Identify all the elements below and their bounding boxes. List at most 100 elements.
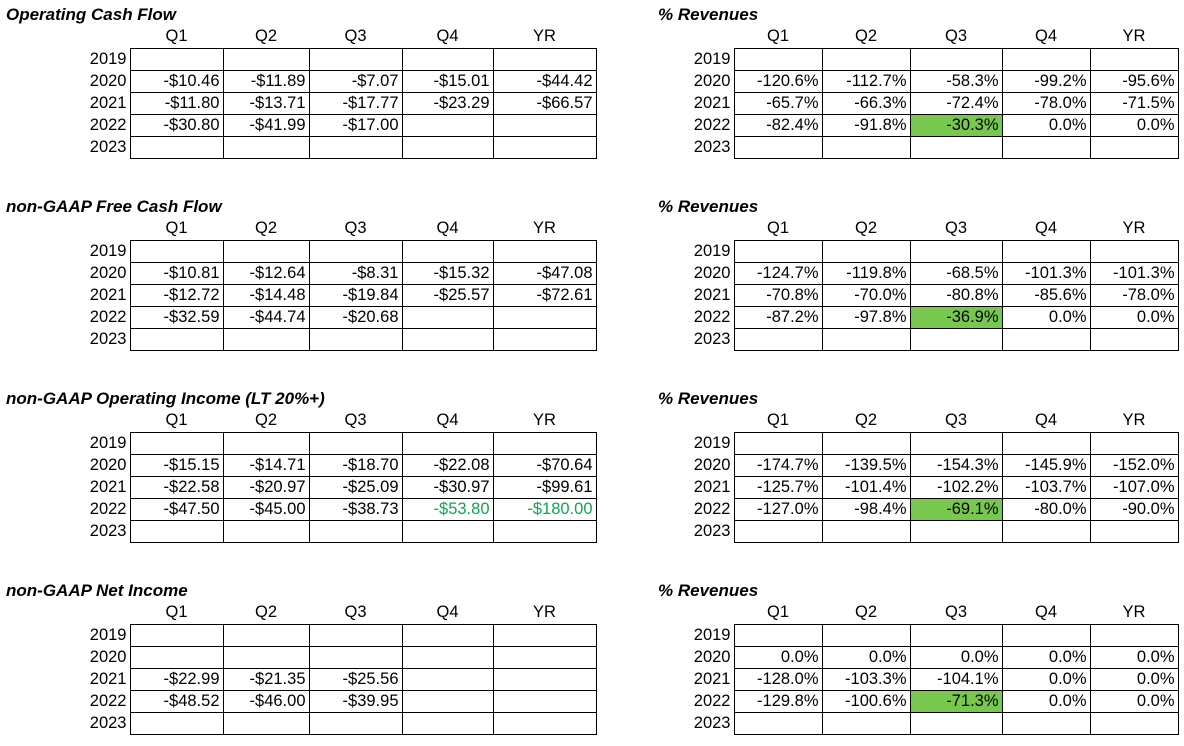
value-cell: 0.0% bbox=[1089, 305, 1179, 329]
highlighted-cell: -69.1% bbox=[909, 497, 1003, 521]
value-cell bbox=[401, 239, 494, 263]
table-row: 2020 -174.7% -139.5% -154.3% -145.9% -15… bbox=[658, 453, 1179, 477]
value-cell bbox=[821, 327, 911, 351]
value-cell bbox=[308, 327, 403, 351]
value-cell bbox=[129, 239, 224, 263]
column-header-q2: Q2 bbox=[854, 219, 877, 238]
value-cell: -87.2% bbox=[733, 305, 823, 329]
value-cell bbox=[308, 519, 403, 543]
value-cell: -58.3% bbox=[909, 69, 1003, 93]
year-label: 2021 bbox=[693, 669, 731, 688]
table-row: 2023 bbox=[6, 327, 597, 351]
value-cell bbox=[222, 47, 310, 71]
value-cell bbox=[129, 519, 224, 543]
value-cell bbox=[129, 135, 224, 159]
operating-income-pct-table: Q1 Q2 Q3 Q4 YR 2019 2020 -174.7% -139.5%… bbox=[658, 410, 1179, 543]
value-cell: 0.0% bbox=[1001, 305, 1091, 329]
value-cell bbox=[129, 623, 224, 647]
value-cell: 0.0% bbox=[1001, 113, 1091, 137]
value-cell: -$15.15 bbox=[129, 453, 224, 477]
value-cell: -$17.77 bbox=[308, 91, 403, 115]
value-cell bbox=[222, 135, 310, 159]
table-row: 2019 bbox=[6, 239, 597, 263]
corner-cell bbox=[6, 410, 130, 432]
value-cell: -97.8% bbox=[821, 305, 911, 329]
value-cell: -100.6% bbox=[821, 689, 911, 713]
value-cell: -$22.99 bbox=[129, 667, 224, 691]
value-cell bbox=[222, 327, 310, 351]
year-label: 2020 bbox=[693, 647, 731, 666]
column-header-q3: Q3 bbox=[944, 219, 967, 238]
year-label: 2021 bbox=[89, 285, 127, 304]
value-cell: -$12.72 bbox=[129, 283, 224, 307]
value-cell bbox=[909, 135, 1003, 159]
value-cell: -$48.52 bbox=[129, 689, 224, 713]
value-cell: -$99.61 bbox=[492, 475, 597, 499]
value-cell: -$20.68 bbox=[308, 305, 403, 329]
highlighted-cell: -71.3% bbox=[909, 689, 1003, 713]
value-cell bbox=[222, 431, 310, 455]
value-cell: -71.5% bbox=[1089, 91, 1179, 115]
header-row: Q1 Q2 Q3 Q4 YR bbox=[6, 602, 596, 624]
column-header-q2: Q2 bbox=[254, 219, 277, 238]
year-label: 2023 bbox=[89, 329, 127, 348]
free-cash-flow-pct-block: % Revenues Q1 Q2 Q3 Q4 YR 2019 2020 -124… bbox=[658, 196, 1179, 351]
section-title: non-GAAP Net Income bbox=[6, 581, 188, 600]
value-cell bbox=[909, 47, 1003, 71]
value-cell: 0.0% bbox=[1089, 113, 1179, 137]
value-cell: -$44.42 bbox=[492, 69, 597, 93]
value-cell: -68.5% bbox=[909, 261, 1003, 285]
value-cell bbox=[1001, 239, 1091, 263]
value-cell bbox=[909, 327, 1003, 351]
table-row: 2022 -$47.50 -$45.00 -$38.73 -$53.80 -$1… bbox=[6, 497, 597, 521]
value-cell bbox=[129, 47, 224, 71]
value-cell bbox=[401, 327, 494, 351]
value-cell bbox=[222, 623, 310, 647]
value-cell bbox=[733, 47, 823, 71]
column-header-yr: YR bbox=[1122, 603, 1146, 622]
value-cell bbox=[401, 623, 494, 647]
value-cell: -$18.70 bbox=[308, 453, 403, 477]
section-title: % Revenues bbox=[658, 581, 759, 600]
value-cell: -$8.31 bbox=[308, 261, 403, 285]
table-row: 2021 -$11.80 -$13.71 -$17.77 -$23.29 -$6… bbox=[6, 91, 597, 115]
year-label: 2023 bbox=[89, 521, 127, 540]
value-cell bbox=[492, 519, 597, 543]
column-header-q1: Q1 bbox=[165, 27, 188, 46]
value-cell: -127.0% bbox=[733, 497, 823, 521]
value-cell: -$12.64 bbox=[222, 261, 310, 285]
value-cell: -$14.71 bbox=[222, 453, 310, 477]
value-cell: 0.0% bbox=[909, 645, 1003, 669]
value-cell bbox=[492, 113, 597, 137]
free-cash-flow-block: non-GAAP Free Cash Flow Q1 Q2 Q3 Q4 YR 2… bbox=[6, 196, 597, 351]
column-header-q4: Q4 bbox=[436, 603, 459, 622]
column-header-q3: Q3 bbox=[344, 411, 367, 430]
value-cell: -85.6% bbox=[1001, 283, 1091, 307]
value-cell bbox=[821, 711, 911, 735]
value-cell: -$46.00 bbox=[222, 689, 310, 713]
value-cell: 0.0% bbox=[1089, 689, 1179, 713]
value-cell bbox=[1001, 135, 1091, 159]
value-cell: -$45.00 bbox=[222, 497, 310, 521]
column-header-q3: Q3 bbox=[344, 603, 367, 622]
column-header-yr: YR bbox=[533, 411, 556, 430]
value-cell bbox=[1001, 519, 1091, 543]
column-header-q4: Q4 bbox=[436, 411, 459, 430]
value-cell: -78.0% bbox=[1001, 91, 1091, 115]
value-cell: -99.2% bbox=[1001, 69, 1091, 93]
value-cell: -$19.84 bbox=[308, 283, 403, 307]
year-label: 2019 bbox=[89, 241, 127, 260]
value-cell: -$72.61 bbox=[492, 283, 597, 307]
value-cell: -102.2% bbox=[909, 475, 1003, 499]
value-cell: -101.3% bbox=[1001, 261, 1091, 285]
table-row: 2019 bbox=[6, 431, 597, 455]
value-cell: 0.0% bbox=[1001, 645, 1091, 669]
year-label: 2021 bbox=[89, 93, 127, 112]
value-cell bbox=[401, 667, 494, 691]
value-cell: -124.7% bbox=[733, 261, 823, 285]
value-cell bbox=[222, 519, 310, 543]
value-cell bbox=[821, 135, 911, 159]
section-title: % Revenues bbox=[658, 197, 759, 216]
value-cell bbox=[733, 431, 823, 455]
section-title: non-GAAP Free Cash Flow bbox=[6, 197, 222, 216]
